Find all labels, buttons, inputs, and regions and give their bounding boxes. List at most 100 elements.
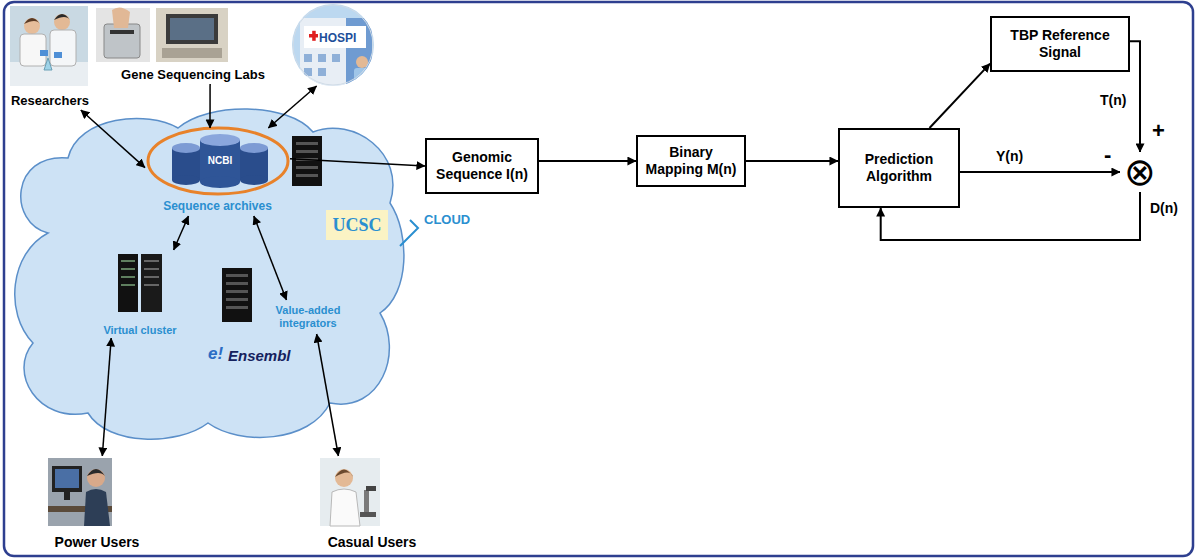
server-icon <box>141 254 162 312</box>
power-user-photo <box>55 469 79 488</box>
server-icon <box>144 260 159 262</box>
connector <box>268 86 316 128</box>
sequencer-photo <box>96 8 150 62</box>
labs-node: Gene Sequencing Labs <box>96 4 290 84</box>
group-label: Gene Sequencing Labs <box>121 67 265 82</box>
signal-name: Y(n) <box>994 148 1025 164</box>
connector <box>254 216 287 300</box>
box-label: Prediction Algorithm <box>846 151 952 186</box>
server-icon <box>226 290 248 293</box>
hospital-photo <box>300 18 372 88</box>
archive-ellipse <box>200 134 240 146</box>
server-icon <box>296 150 318 153</box>
server-icon <box>144 284 159 286</box>
power-user-photo <box>52 466 82 492</box>
logo-box: UCSC <box>326 210 388 240</box>
server-icon <box>296 174 318 177</box>
server-icon <box>121 284 135 286</box>
sign-symbol: - <box>1102 142 1113 168</box>
connector <box>539 160 636 162</box>
hospital-photo <box>304 68 312 76</box>
server-icon <box>222 268 252 322</box>
connector <box>290 159 425 166</box>
server-icon <box>222 268 252 322</box>
sequencer-photo <box>96 7 228 62</box>
connector <box>960 171 1120 173</box>
region-label: CLOUD <box>424 212 470 227</box>
box-label: Binary Mapping M(n) <box>644 144 738 179</box>
server-icon <box>144 276 159 278</box>
connector <box>746 160 838 162</box>
logo-text: NCBI <box>200 155 240 166</box>
archive-ellipse <box>148 128 288 194</box>
outer-frame <box>4 2 1193 556</box>
process-box: Prediction Algorithm <box>838 128 960 208</box>
integrator-label: Value-added integrators <box>265 304 351 330</box>
sequencer-photo <box>166 14 218 44</box>
logo-text: Ensembl <box>226 347 293 364</box>
hospital-photo <box>318 68 326 76</box>
power-user-photo <box>48 458 112 526</box>
logo-text: UCSC <box>332 215 381 236</box>
server-icon <box>121 276 135 278</box>
signal-name: D(n) <box>1148 200 1180 216</box>
group-label: Power Users <box>55 534 140 550</box>
server-icon <box>226 282 248 285</box>
sequencer-photo <box>112 7 130 28</box>
cluster-label: Virtual cluster <box>103 324 176 336</box>
cloud-shape <box>15 109 404 439</box>
power-user-photo <box>87 469 105 487</box>
sign-symbol: + <box>1150 118 1167 144</box>
hospital-photo <box>290 2 376 88</box>
summing-junction: ⊗ <box>1120 152 1160 192</box>
server-icon <box>144 268 159 270</box>
server-icon <box>118 254 138 312</box>
sequencer-photo <box>170 18 214 40</box>
cloud-leader <box>400 220 418 246</box>
box-label: Genomic Sequence I(n) <box>433 149 531 184</box>
cloud-region: CLOUDNCBISequence archivesUCSCVirtual cl… <box>8 108 408 448</box>
casual-user-photo <box>366 486 376 491</box>
hospital-photo <box>318 54 326 62</box>
researchers-photo <box>40 50 48 56</box>
hospital-photo <box>304 54 312 62</box>
casual-user-photo <box>320 458 380 526</box>
hospital-photo <box>312 31 316 41</box>
power-user-photo <box>84 489 110 526</box>
sequencer-photo <box>110 30 134 34</box>
casual-user-photo <box>364 490 369 514</box>
archive-ellipse <box>240 143 268 153</box>
sequencer-photo <box>104 24 140 58</box>
process-box: TBP Reference Signal <box>990 16 1130 72</box>
hospital-photo <box>293 5 373 85</box>
connector <box>317 334 339 456</box>
power-user-photo <box>64 492 70 500</box>
server-icon <box>121 260 135 262</box>
archive-ellipse <box>172 143 200 153</box>
cloud-shape <box>15 109 404 439</box>
connector <box>174 216 189 250</box>
archive-ellipse <box>200 140 240 182</box>
researchers-photo <box>54 14 70 20</box>
process-box: Genomic Sequence I(n) <box>425 138 539 194</box>
connector <box>930 64 991 128</box>
hospital-photo <box>354 68 370 90</box>
casual-user-photo <box>335 469 353 487</box>
connector <box>209 84 211 128</box>
junction-symbol: ⊗ <box>1124 152 1156 192</box>
archive-label: Sequence archives <box>163 199 272 213</box>
researchers-photo <box>54 52 62 58</box>
hospital-photo <box>290 2 376 90</box>
power-user-photo <box>87 469 105 476</box>
casual-user-photo <box>330 489 360 526</box>
archive-node: NCBI Sequence archives <box>145 128 290 216</box>
hospital-photo <box>356 56 368 68</box>
server-icon <box>226 298 248 301</box>
archive-ellipse <box>172 175 200 185</box>
signal-name: T(n) <box>1098 92 1128 108</box>
group-label: Researchers <box>11 93 89 108</box>
server-icon <box>226 274 248 277</box>
